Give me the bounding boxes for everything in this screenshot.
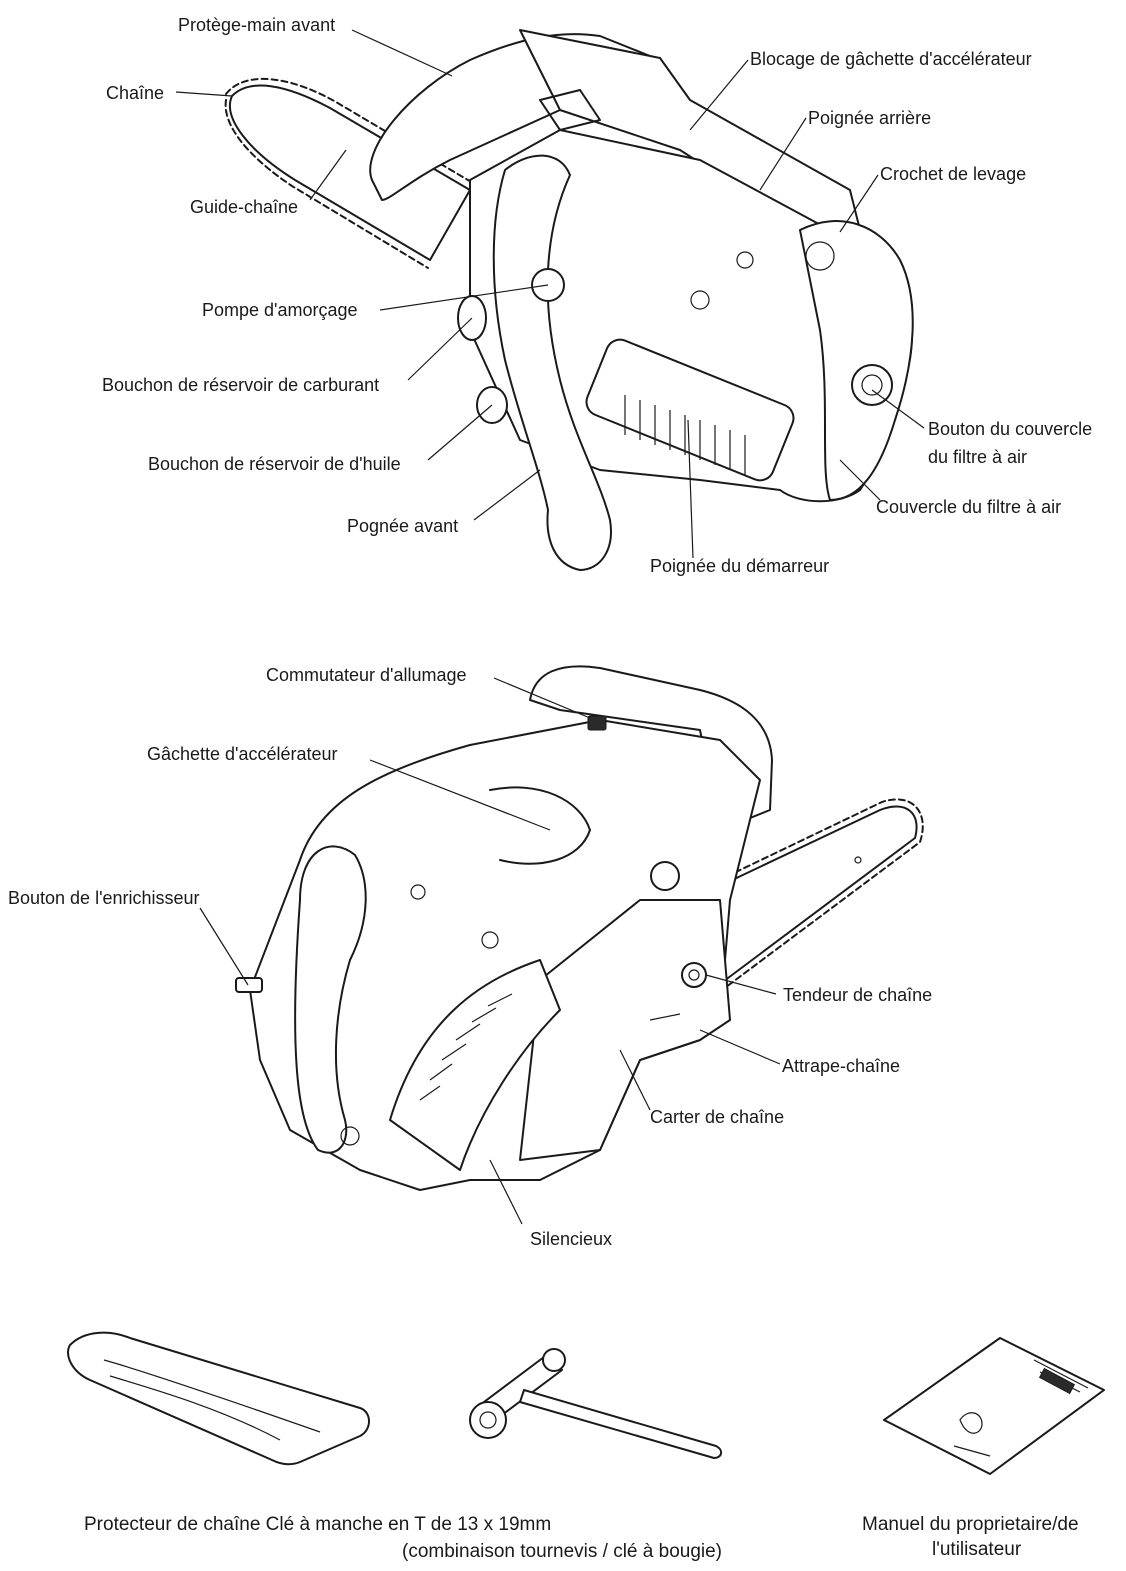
caption-wrench-combination: (combinaison tournevis / clé à bougie): [402, 1541, 723, 1562]
label-front-handle: Pognée avant: [347, 516, 459, 536]
label-throttle-trigger: Gâchette d'accélérateur: [147, 744, 338, 764]
t-wrench-drawing: [469, 1348, 722, 1459]
label-starter-handle: Poignée du démarreur: [650, 556, 830, 576]
chain-protector-drawing: [67, 1331, 370, 1466]
label-air-filter-knob-line1: Bouton du couvercle: [928, 419, 1093, 439]
chainsaw-side-view-drawing: [235, 665, 924, 1191]
label-air-filter-cover: Couvercle du filtre à air: [876, 497, 1062, 517]
label-fuel-cap: Bouchon de réservoir de carburant: [102, 375, 380, 395]
label-chain-cover: Carter de chaîne: [650, 1107, 785, 1127]
caption-owner-manual-line2: l'utilisateur: [932, 1539, 1022, 1560]
owner-manual-drawing: [883, 1337, 1105, 1475]
label-front-hand-guard: Protège-main avant: [178, 15, 336, 35]
figure2-leader-lines: [199, 677, 781, 1225]
chainsaw-top-view-drawing: [224, 29, 914, 571]
label-lifting-hook: Crochet de levage: [880, 164, 1027, 184]
label-chain-tensioner: Tendeur de chaîne: [783, 985, 933, 1005]
label-choke-knob: Bouton de l'enrichisseur: [8, 888, 200, 908]
label-chain: Chaîne: [106, 83, 165, 103]
label-guide-bar: Guide-chaîne: [190, 197, 299, 217]
caption-chain-protector-and-wrench: Protecteur de chaîne Clé à manche en T d…: [84, 1514, 552, 1535]
label-muffler: Silencieux: [530, 1229, 613, 1249]
label-ignition-switch: Commutateur d'allumage: [266, 665, 467, 685]
caption-owner-manual-line1: Manuel du proprietaire/de: [862, 1514, 1079, 1535]
figure1-leader-lines: [175, 29, 925, 559]
label-oil-cap: Bouchon de réservoir de d'huile: [148, 454, 401, 474]
label-primer-pump: Pompe d'amorçage: [202, 300, 358, 320]
label-rear-handle: Poignée arrière: [808, 108, 932, 128]
label-throttle-lockout: Blocage de gâchette d'accélérateur: [750, 49, 1032, 69]
label-chain-catcher: Attrape-chaîne: [782, 1056, 901, 1076]
label-air-filter-knob-line2: du filtre à air: [928, 447, 1028, 467]
